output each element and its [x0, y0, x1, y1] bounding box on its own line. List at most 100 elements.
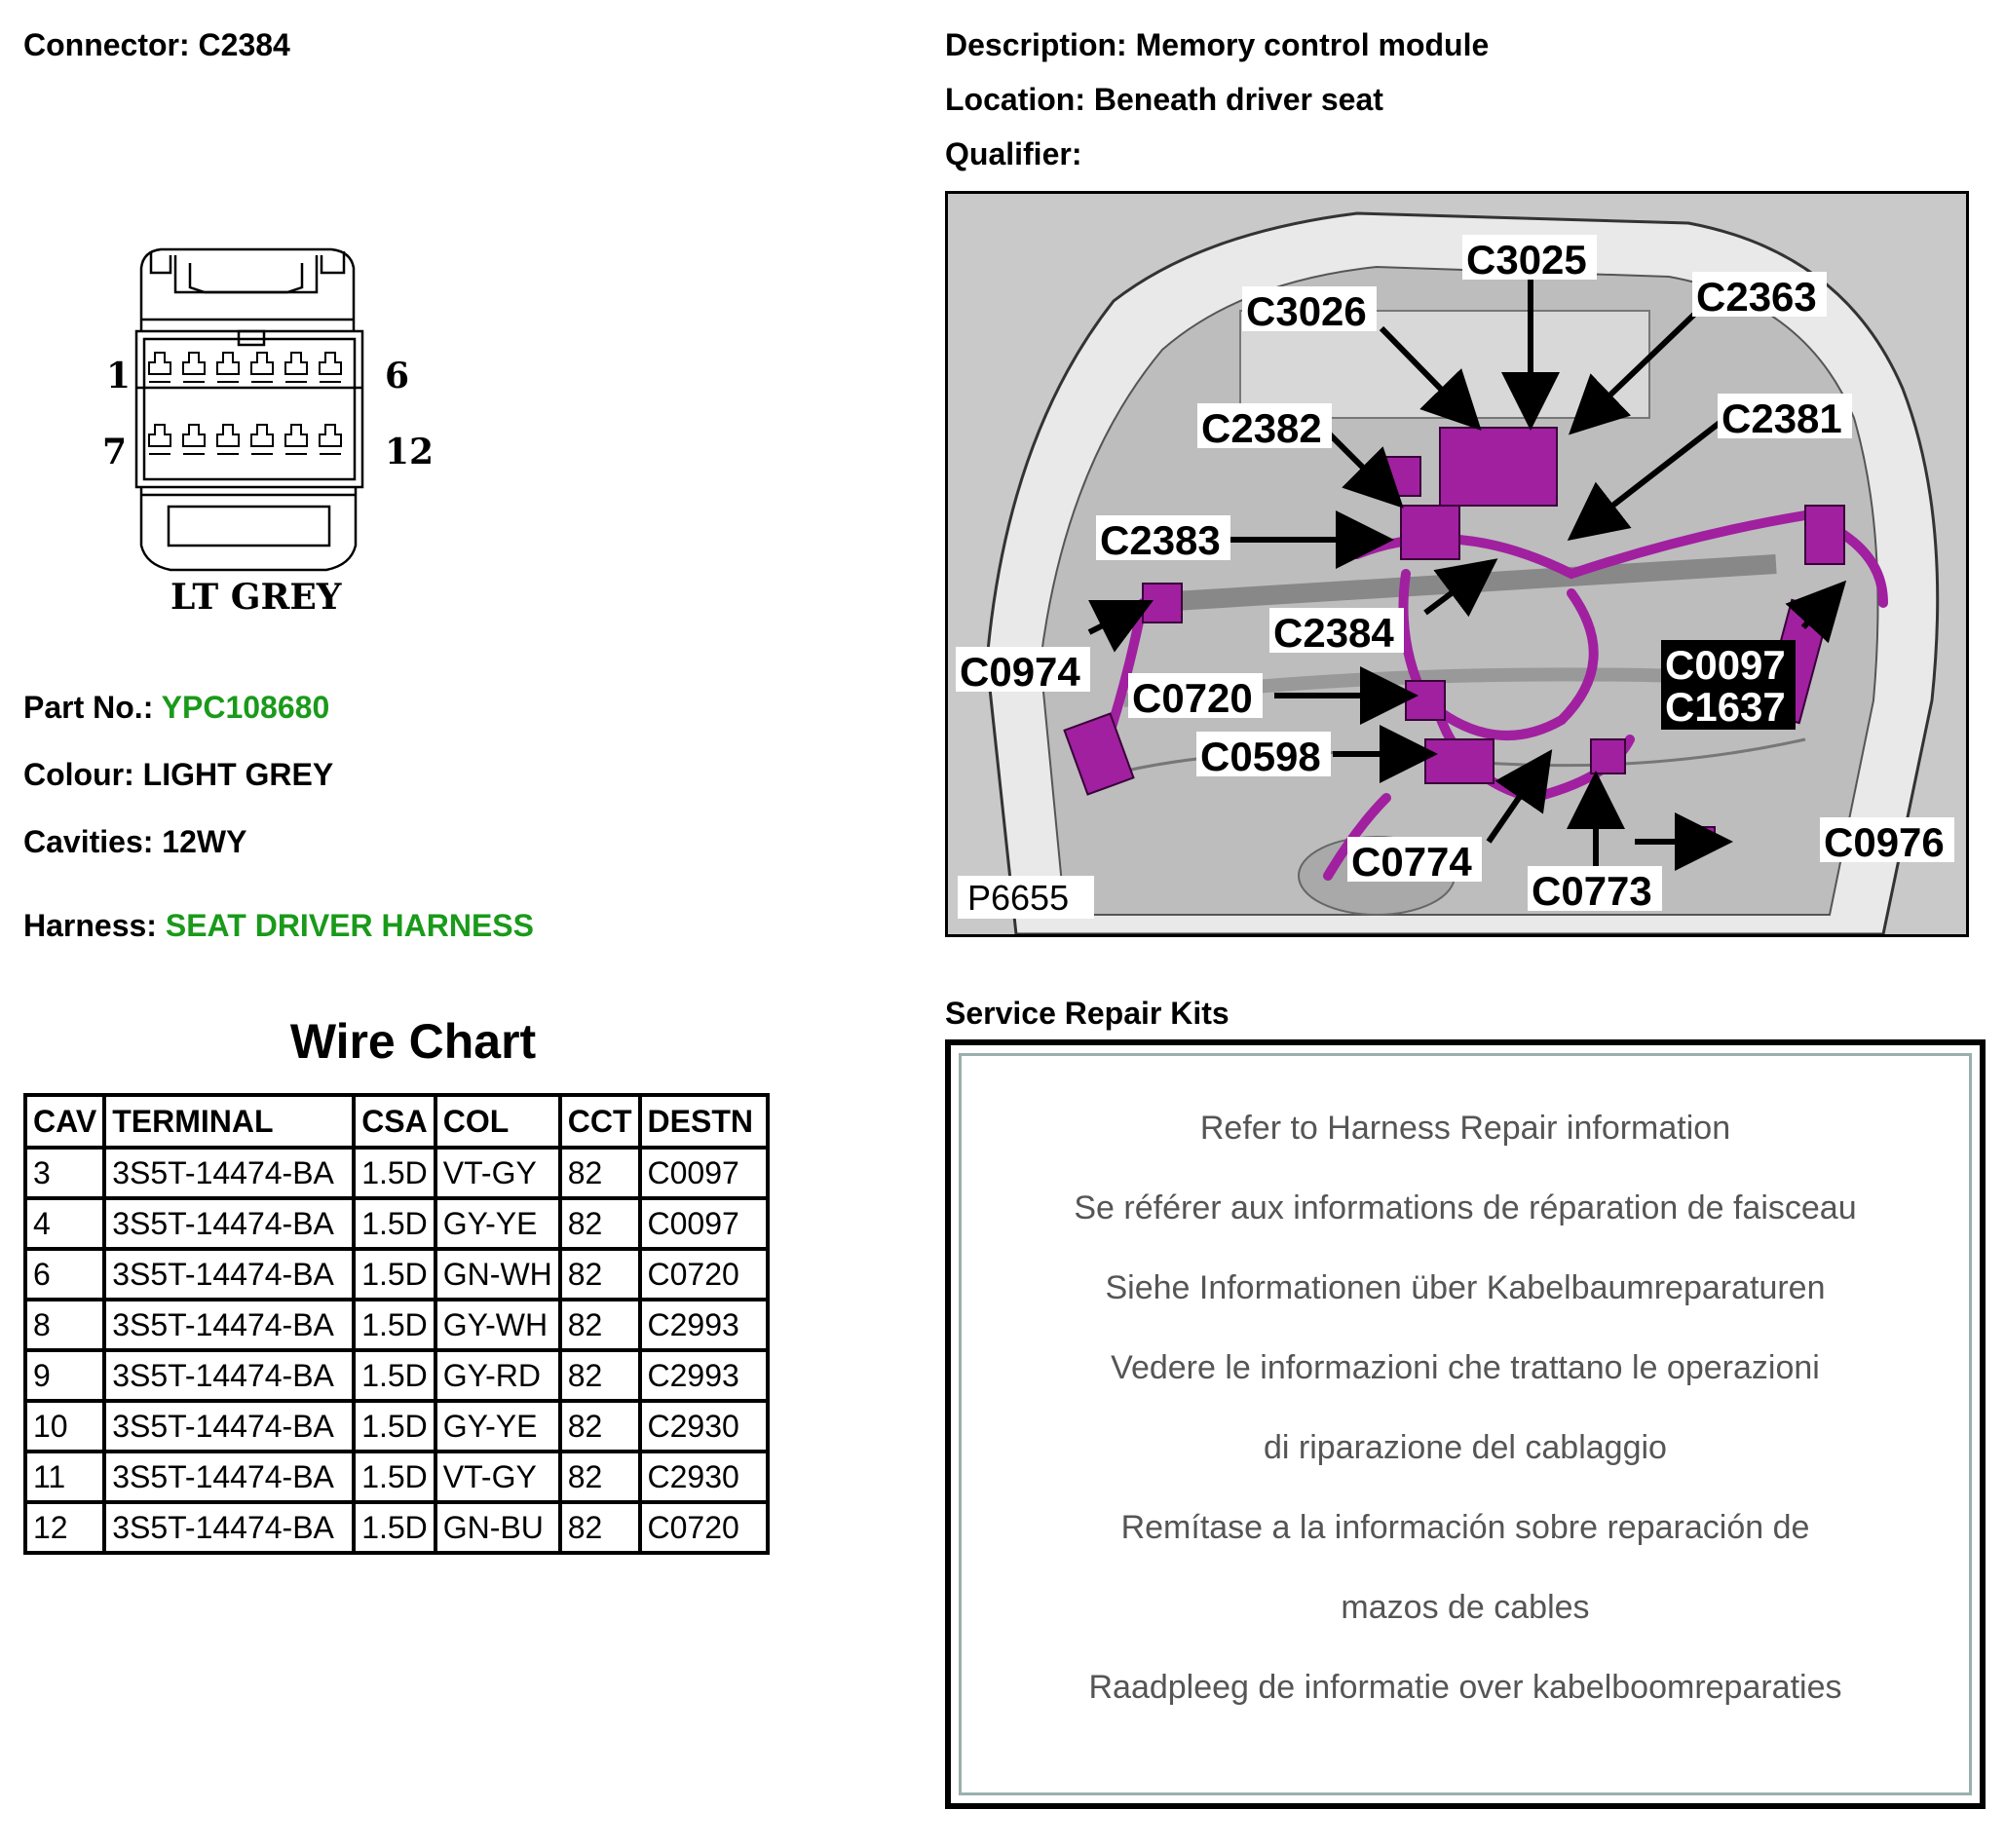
- table-row: 12 3S5T-14474-BA 1.5D GN-BU 82 C0720: [22, 1500, 770, 1555]
- colour-label-text: LT GREY: [170, 577, 343, 618]
- header-cct: CCT: [557, 1093, 642, 1150]
- cell-destn: C0097: [637, 1196, 770, 1251]
- cell-col: GY-YE: [433, 1399, 562, 1453]
- kit-line-nl: Raadpleeg de informatie over kabelboomre…: [1088, 1669, 1842, 1706]
- cell-destn: C2993: [637, 1348, 770, 1403]
- cell-terminal: 3S5T-14474-BA: [102, 1146, 357, 1200]
- cell-col: VT-GY: [433, 1450, 562, 1504]
- cell-destn: C2930: [637, 1399, 770, 1453]
- cell-col: GN-WH: [433, 1247, 562, 1301]
- cell-terminal: 3S5T-14474-BA: [102, 1348, 357, 1403]
- callout-c2382: C2382: [1201, 405, 1322, 451]
- kit-line-it-1: Vedere le informazioni che trattano le o…: [1111, 1349, 1820, 1386]
- pin-label-12: 12: [385, 432, 434, 472]
- cell-col: GY-RD: [433, 1348, 562, 1403]
- cell-cav: 10: [22, 1399, 107, 1453]
- callout-c0720: C0720: [1132, 675, 1253, 721]
- colour-label: Colour:: [23, 757, 134, 792]
- cell-col: GN-BU: [433, 1500, 562, 1555]
- pin-label-1: 1: [106, 356, 131, 396]
- pin-label-7: 7: [102, 432, 127, 472]
- callout-c0598: C0598: [1200, 734, 1321, 779]
- cell-cct: 82: [557, 1348, 642, 1403]
- qualifier-field: Qualifier:: [945, 136, 1081, 172]
- colour-value: LIGHT GREY: [142, 757, 334, 792]
- cell-destn: C0097: [637, 1146, 770, 1200]
- wire-chart-table: CAV TERMINAL CSA COL CCT DESTN 3 3S5T-14…: [22, 1093, 770, 1555]
- kit-line-de: Siehe Informationen über Kabelbaumrepara…: [1105, 1269, 1826, 1306]
- kit-line-es-1: Remítase a la información sobre reparaci…: [1120, 1509, 1810, 1546]
- cell-destn: C0720: [637, 1500, 770, 1555]
- cell-terminal: 3S5T-14474-BA: [102, 1196, 357, 1251]
- cell-destn: C0720: [637, 1247, 770, 1301]
- service-repair-kits-inner: Refer to Harness Repair information Se r…: [959, 1053, 1972, 1795]
- harness-value: SEAT DRIVER HARNESS: [165, 908, 534, 943]
- cell-csa: 1.5D: [352, 1450, 437, 1504]
- cell-cct: 82: [557, 1196, 642, 1251]
- cell-cav: 4: [22, 1196, 107, 1251]
- cell-destn: C2930: [637, 1450, 770, 1504]
- cell-cav: 12: [22, 1500, 107, 1555]
- cell-cav: 8: [22, 1298, 107, 1352]
- callout-c3026: C3026: [1246, 288, 1367, 334]
- cell-terminal: 3S5T-14474-BA: [102, 1450, 357, 1504]
- cell-csa: 1.5D: [352, 1196, 437, 1251]
- connector-label: Connector:: [23, 27, 190, 62]
- description-value: Memory control module: [1135, 27, 1490, 62]
- table-row: 4 3S5T-14474-BA 1.5D GY-YE 82 C0097: [22, 1196, 770, 1251]
- cavities-label: Cavities:: [23, 824, 154, 859]
- cell-terminal: 3S5T-14474-BA: [102, 1298, 357, 1352]
- service-repair-kits-heading: Service Repair Kits: [945, 996, 1229, 1031]
- callout-c1637: C1637: [1665, 684, 1786, 730]
- cell-cct: 82: [557, 1399, 642, 1453]
- description-label: Description:: [945, 27, 1127, 62]
- cell-csa: 1.5D: [352, 1298, 437, 1352]
- cell-csa: 1.5D: [352, 1399, 437, 1453]
- part-no-field: Part No.: YPC108680: [23, 690, 329, 726]
- location-field: Location: Beneath driver seat: [945, 82, 1383, 118]
- cell-col: GY-YE: [433, 1196, 562, 1251]
- kit-line-en: Refer to Harness Repair information: [1199, 1110, 1731, 1147]
- callout-c0774: C0774: [1351, 839, 1472, 885]
- colour-field: Colour: LIGHT GREY: [23, 757, 333, 793]
- qualifier-label: Qualifier:: [945, 136, 1082, 171]
- kit-line-es-2: mazos de cables: [1341, 1589, 1590, 1626]
- connector-value: C2384: [198, 27, 290, 62]
- harness-field: Harness: SEAT DRIVER HARNESS: [23, 908, 534, 944]
- harness-label: Harness:: [23, 908, 157, 943]
- callout-c2384: C2384: [1273, 610, 1394, 656]
- header-destn: DESTN: [637, 1093, 770, 1150]
- kit-line-it-2: di riparazione del cablaggio: [1264, 1429, 1667, 1466]
- cell-csa: 1.5D: [352, 1247, 437, 1301]
- location-image: C3025 C3026 C2363 C2382 C2381 C2383 C238…: [945, 191, 1969, 937]
- callout-c0976: C0976: [1824, 819, 1945, 865]
- cell-cav: 9: [22, 1348, 107, 1403]
- location-value: Beneath driver seat: [1093, 82, 1383, 117]
- cell-cct: 82: [557, 1247, 642, 1301]
- callout-c2383: C2383: [1100, 517, 1221, 563]
- table-row: 3 3S5T-14474-BA 1.5D VT-GY 82 C0097: [22, 1146, 770, 1200]
- wire-chart-header-row: CAV TERMINAL CSA COL CCT DESTN: [22, 1093, 770, 1150]
- cell-cav: 11: [22, 1450, 107, 1504]
- header-cav: CAV: [22, 1093, 107, 1150]
- cell-csa: 1.5D: [352, 1348, 437, 1403]
- table-row: 10 3S5T-14474-BA 1.5D GY-YE 82 C2930: [22, 1399, 770, 1453]
- cell-cct: 82: [557, 1146, 642, 1200]
- table-row: 6 3S5T-14474-BA 1.5D GN-WH 82 C0720: [22, 1247, 770, 1301]
- header-col: COL: [433, 1093, 562, 1150]
- cell-terminal: 3S5T-14474-BA: [102, 1500, 357, 1555]
- part-no-value: YPC108680: [161, 690, 330, 725]
- cavities-value: 12WY: [162, 824, 247, 859]
- header-csa: CSA: [352, 1093, 437, 1150]
- header-terminal: TERMINAL: [102, 1093, 357, 1150]
- table-row: 11 3S5T-14474-BA 1.5D VT-GY 82 C2930: [22, 1450, 770, 1504]
- cell-terminal: 3S5T-14474-BA: [102, 1399, 357, 1453]
- cell-col: GY-WH: [433, 1298, 562, 1352]
- table-row: 9 3S5T-14474-BA 1.5D GY-RD 82 C2993: [22, 1348, 770, 1403]
- wire-chart-title: Wire Chart: [289, 1014, 537, 1069]
- cavities-field: Cavities: 12WY: [23, 824, 246, 860]
- callout-c0773: C0773: [1532, 868, 1652, 914]
- callout-c2381: C2381: [1721, 396, 1842, 441]
- cell-cav: 3: [22, 1146, 107, 1200]
- cell-csa: 1.5D: [352, 1500, 437, 1555]
